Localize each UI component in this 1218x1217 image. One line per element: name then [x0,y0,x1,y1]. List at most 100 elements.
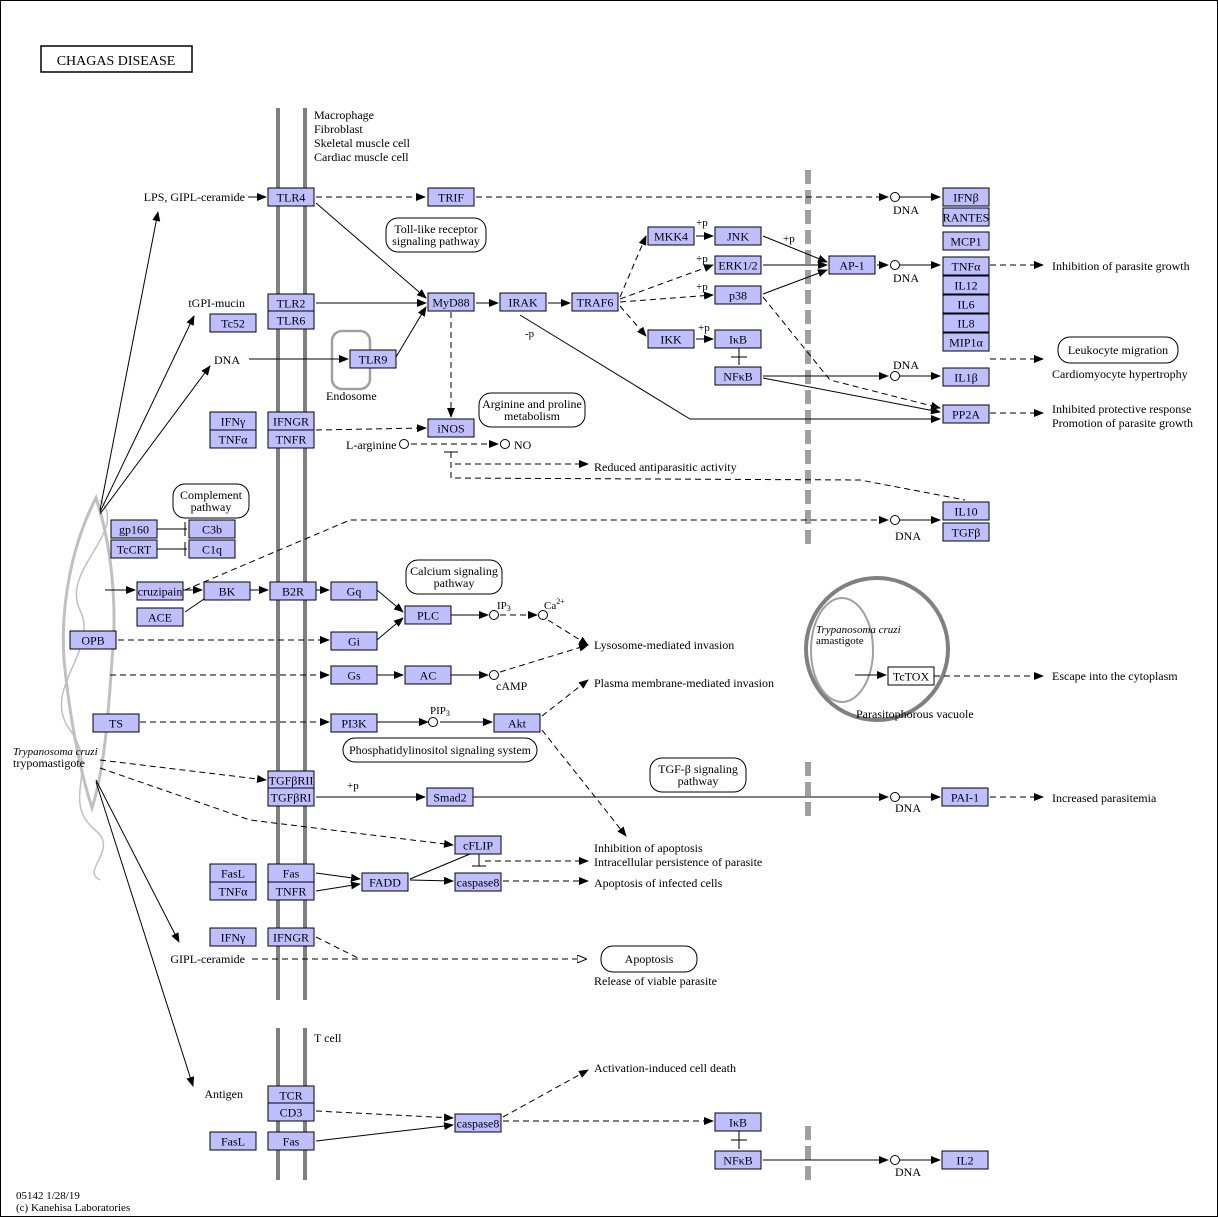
gene-trif[interactable]: TRIF [427,187,475,207]
gene-myd88[interactable]: MyD88 [427,292,475,312]
edge [99,767,454,848]
gene-label-ikk: IKK [660,333,682,347]
gene-tlr9[interactable]: TLR9 [349,349,397,369]
gene-il10[interactable]: IL10 [942,501,990,521]
gene-pai1[interactable]: PAI-1 [941,787,989,807]
gene-mkk4[interactable]: MKK4 [647,226,695,246]
gene-pp2a[interactable]: PP2A [942,404,990,424]
cell-type-label: Macrophage [314,108,374,122]
gene-fas[interactable]: Fas [267,863,315,883]
gene-tc52[interactable]: Tc52 [209,313,257,333]
gene-tgfbr1[interactable]: TGFβRI [267,787,315,807]
gene-akt[interactable]: Akt [493,713,541,733]
gene-opb[interactable]: OPB [69,630,117,650]
gene-tnfr2[interactable]: TNFR [267,881,315,901]
gene-ifng2[interactable]: IFNγ [209,927,257,947]
edge [519,314,941,423]
gene-tlr4[interactable]: TLR4 [267,187,315,207]
pathway-pi3k[interactable]: Phosphatidylinositol signaling system [342,737,538,763]
gene-gs[interactable]: Gs [330,665,378,685]
gene-jnk[interactable]: JNK [714,226,762,246]
gene-tnfa_in[interactable]: TNFα [209,429,257,449]
gene-c3b[interactable]: C3b [188,519,236,539]
gene-label-pp2a: PP2A [952,408,980,422]
gene-mcp1[interactable]: MCP1 [942,231,990,251]
gene-fasl[interactable]: FasL [209,863,257,883]
gene-smad2[interactable]: Smad2 [426,787,474,807]
gene-il1b[interactable]: IL1β [942,367,990,387]
gene-tlr6[interactable]: TLR6 [267,310,315,330]
gene-inos[interactable]: iNOS [427,418,475,438]
gene-tgfb[interactable]: TGFβ [942,522,990,542]
pathway-leukocyte[interactable]: Leukocyte migration [1057,336,1179,364]
pathway-apoptosis[interactable]: Apoptosis [600,945,698,973]
gene-label-tgfb: TGFβ [952,526,981,540]
gene-ikk[interactable]: IKK [647,329,695,349]
gene-label-ifng: IFNγ [221,415,246,429]
gene-plc[interactable]: PLC [404,605,452,625]
gene-il6[interactable]: IL6 [942,294,990,314]
gene-il2[interactable]: IL2 [941,1150,989,1170]
gene-cd3[interactable]: CD3 [267,1102,315,1122]
gene-fadd[interactable]: FADD [361,872,409,892]
gene-ikb_t[interactable]: IκB [714,1112,762,1132]
gene-tlr2[interactable]: TLR2 [267,293,315,313]
gene-tnfr[interactable]: TNFR [267,429,315,449]
gene-gq[interactable]: Gq [330,581,378,601]
gene-gi[interactable]: Gi [330,631,378,651]
gene-ace[interactable]: ACE [136,607,184,627]
gene-pi3k[interactable]: PI3K [330,713,378,733]
gene-label-ikb: IκB [729,333,747,347]
gene-label-nfkb_t: NFκB [723,1154,752,1168]
flagellum-shape [60,499,109,881]
gene-il8[interactable]: IL8 [942,313,990,333]
ip3-label: IP3 [497,600,511,613]
gene-rantes[interactable]: RANTES [942,207,990,227]
gene-b2r[interactable]: B2R [269,581,317,601]
gene-label-fadd: FADD [369,876,401,890]
gene-ifngr[interactable]: IFNGR [267,411,315,431]
edge [315,872,361,882]
gene-cruzipain[interactable]: cruzipain [136,581,184,601]
gene-gp160[interactable]: gp160 [110,519,158,539]
gene-fasl3[interactable]: FasL [209,1131,257,1151]
compound-node [890,1155,900,1165]
gene-ifngr2[interactable]: IFNGR [267,927,315,947]
gene-ifnb[interactable]: IFNβ [942,187,990,207]
gene-tnfa2[interactable]: TNFα [209,881,257,901]
gene-casp8[interactable]: caspase8 [454,872,502,892]
gene-tgfbr2[interactable]: TGFβRII [267,770,315,790]
gene-fas3[interactable]: Fas [267,1131,315,1151]
gene-tccrt[interactable]: TcCRT [110,539,158,559]
outcome-label: Apoptosis of infected cells [594,876,723,890]
gene-tnfa_out[interactable]: TNFα [942,256,990,276]
gene-ikb[interactable]: IκB [714,329,762,349]
edge [450,452,966,501]
gene-p38[interactable]: p38 [714,285,762,305]
gene-mip1a[interactable]: MIP1α [942,332,990,352]
gene-tcr[interactable]: TCR [267,1085,315,1105]
gene-erk[interactable]: ERK1/2 [714,255,762,275]
gene-cflip[interactable]: cFLIP [454,835,502,855]
gene-ts[interactable]: TS [92,713,140,733]
amastigote-label: Trypanosoma cruzi [816,624,901,636]
gene-ap1[interactable]: AP-1 [828,255,876,275]
gene-il12[interactable]: IL12 [942,275,990,295]
gene-casp8_t[interactable]: caspase8 [454,1113,502,1133]
gene-ifng[interactable]: IFNγ [209,411,257,431]
gene-traf6[interactable]: TRAF6 [571,292,619,312]
vacuole-label: Parasitophorous vacuole [856,707,974,721]
gene-irak[interactable]: IRAK [499,292,547,312]
outcome-label: Inhibition of apoptosis [594,841,703,855]
gene-nfkb[interactable]: NFκB [714,366,762,386]
gene-ac[interactable]: AC [404,665,452,685]
gene-nfkb_t[interactable]: NFκB [714,1150,762,1170]
gene-bk[interactable]: BK [203,581,251,601]
gene-label-fas3: Fas [283,1135,300,1149]
gene-c1q[interactable]: C1q [188,539,236,559]
